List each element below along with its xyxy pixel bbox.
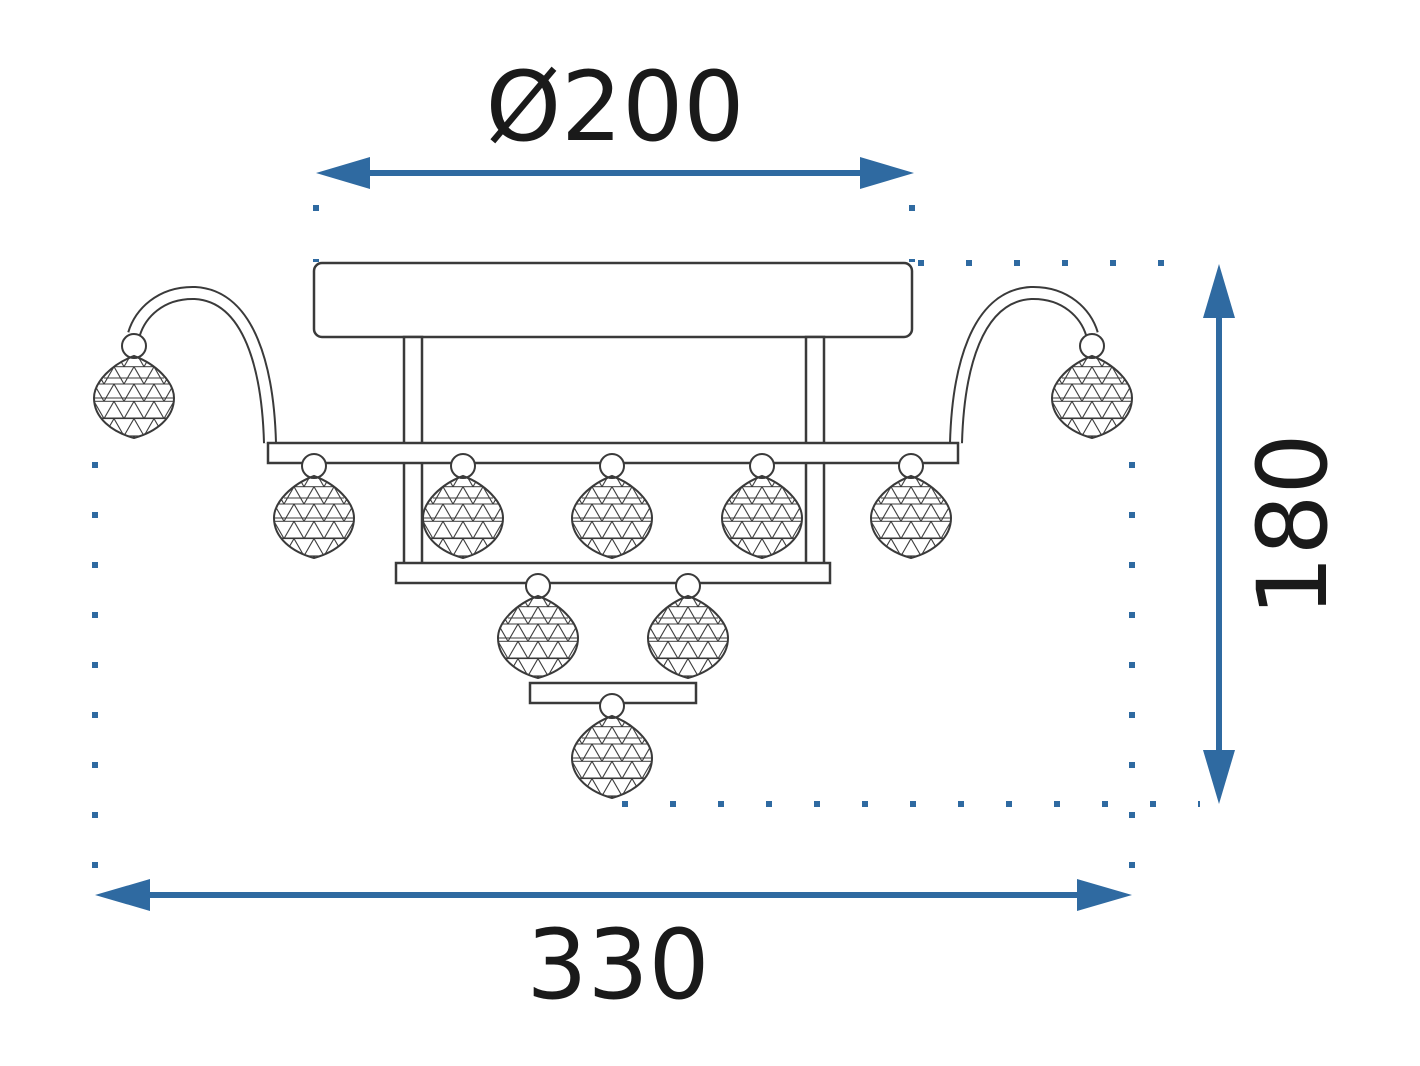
crystal (422, 453, 504, 559)
crystal (571, 693, 653, 799)
crystal (497, 573, 579, 679)
height-arrow-top (1203, 264, 1235, 318)
height-arrow-bottom (1203, 750, 1235, 804)
crystal (273, 453, 355, 559)
diameter-dimension: Ø200 (313, 51, 915, 262)
crystal (647, 573, 729, 679)
crystal (571, 453, 653, 559)
width-dimension: 330 (92, 462, 1135, 1021)
lamp-illustration (93, 261, 1133, 799)
diameter-arrow-right (860, 157, 914, 189)
lamp-canopy (312, 261, 914, 339)
diameter-label: Ø200 (486, 51, 745, 163)
crystal (870, 453, 952, 559)
width-label: 330 (526, 909, 709, 1021)
lamp-bar-middle (394, 561, 832, 585)
width-arrow-right (1077, 879, 1132, 911)
height-label: 180 (1237, 433, 1349, 616)
width-arrow-left (95, 879, 150, 911)
crystal (721, 453, 803, 559)
crystal (93, 333, 175, 439)
diameter-arrow-left (316, 157, 370, 189)
height-dimension: 180 (622, 260, 1349, 807)
crystal (1051, 333, 1133, 439)
